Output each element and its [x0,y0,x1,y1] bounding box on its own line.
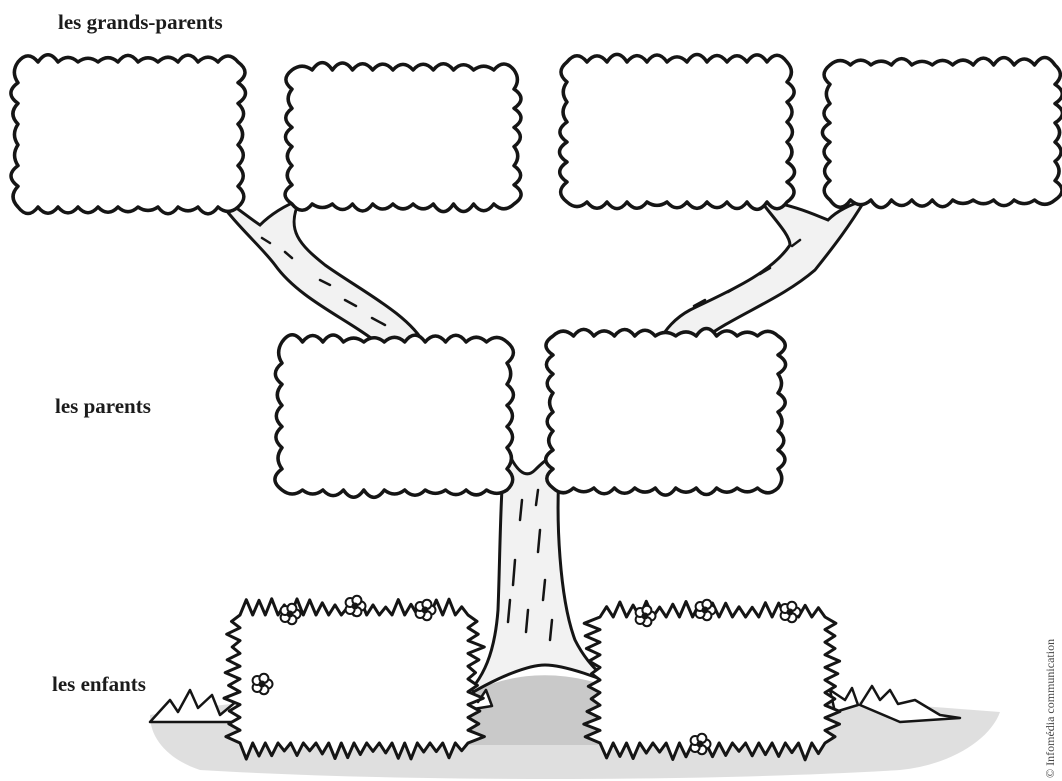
flowers [251,594,802,756]
grass-tuft [858,684,962,724]
children-label: les enfants [52,672,146,696]
bark-mark [541,578,547,602]
bark-mark [548,618,554,642]
bark-mark [790,238,802,248]
copyright-credit: © Infomédia communication [1043,638,1057,778]
left-branch [210,191,428,347]
bark-marks [260,236,802,642]
bark-mark [518,498,524,522]
grandparent-box-4[interactable] [820,55,1062,210]
bark-mark [511,558,517,587]
bark-mark [318,278,332,287]
bark-mark [726,283,742,294]
bark-mark [370,316,387,327]
flower [414,598,437,622]
parents-label: les parents [55,394,151,418]
parent-box-1[interactable] [273,333,516,500]
bark-mark [536,528,542,554]
flower [779,600,802,624]
right-branch [657,197,869,342]
flower [694,598,717,622]
grandparents-label: les grands-parents [58,10,223,34]
bark-mark [283,250,294,260]
parent-box-2[interactable] [543,326,788,497]
bark-mark [343,298,358,308]
grandparent-box-2[interactable] [283,60,523,214]
grandparent-box-3[interactable] [557,52,797,212]
bark-mark [260,236,272,245]
bark-mark [692,298,707,308]
child-box-2[interactable] [582,599,842,762]
flower [279,602,302,626]
bark-mark [534,488,540,507]
flower [344,594,367,618]
grandparent-box-1[interactable] [9,52,248,216]
flower [634,604,657,628]
flower [251,672,274,696]
bark-mark [524,608,530,634]
bark-mark [506,598,512,624]
flower [689,732,712,756]
bark-mark [758,266,772,276]
